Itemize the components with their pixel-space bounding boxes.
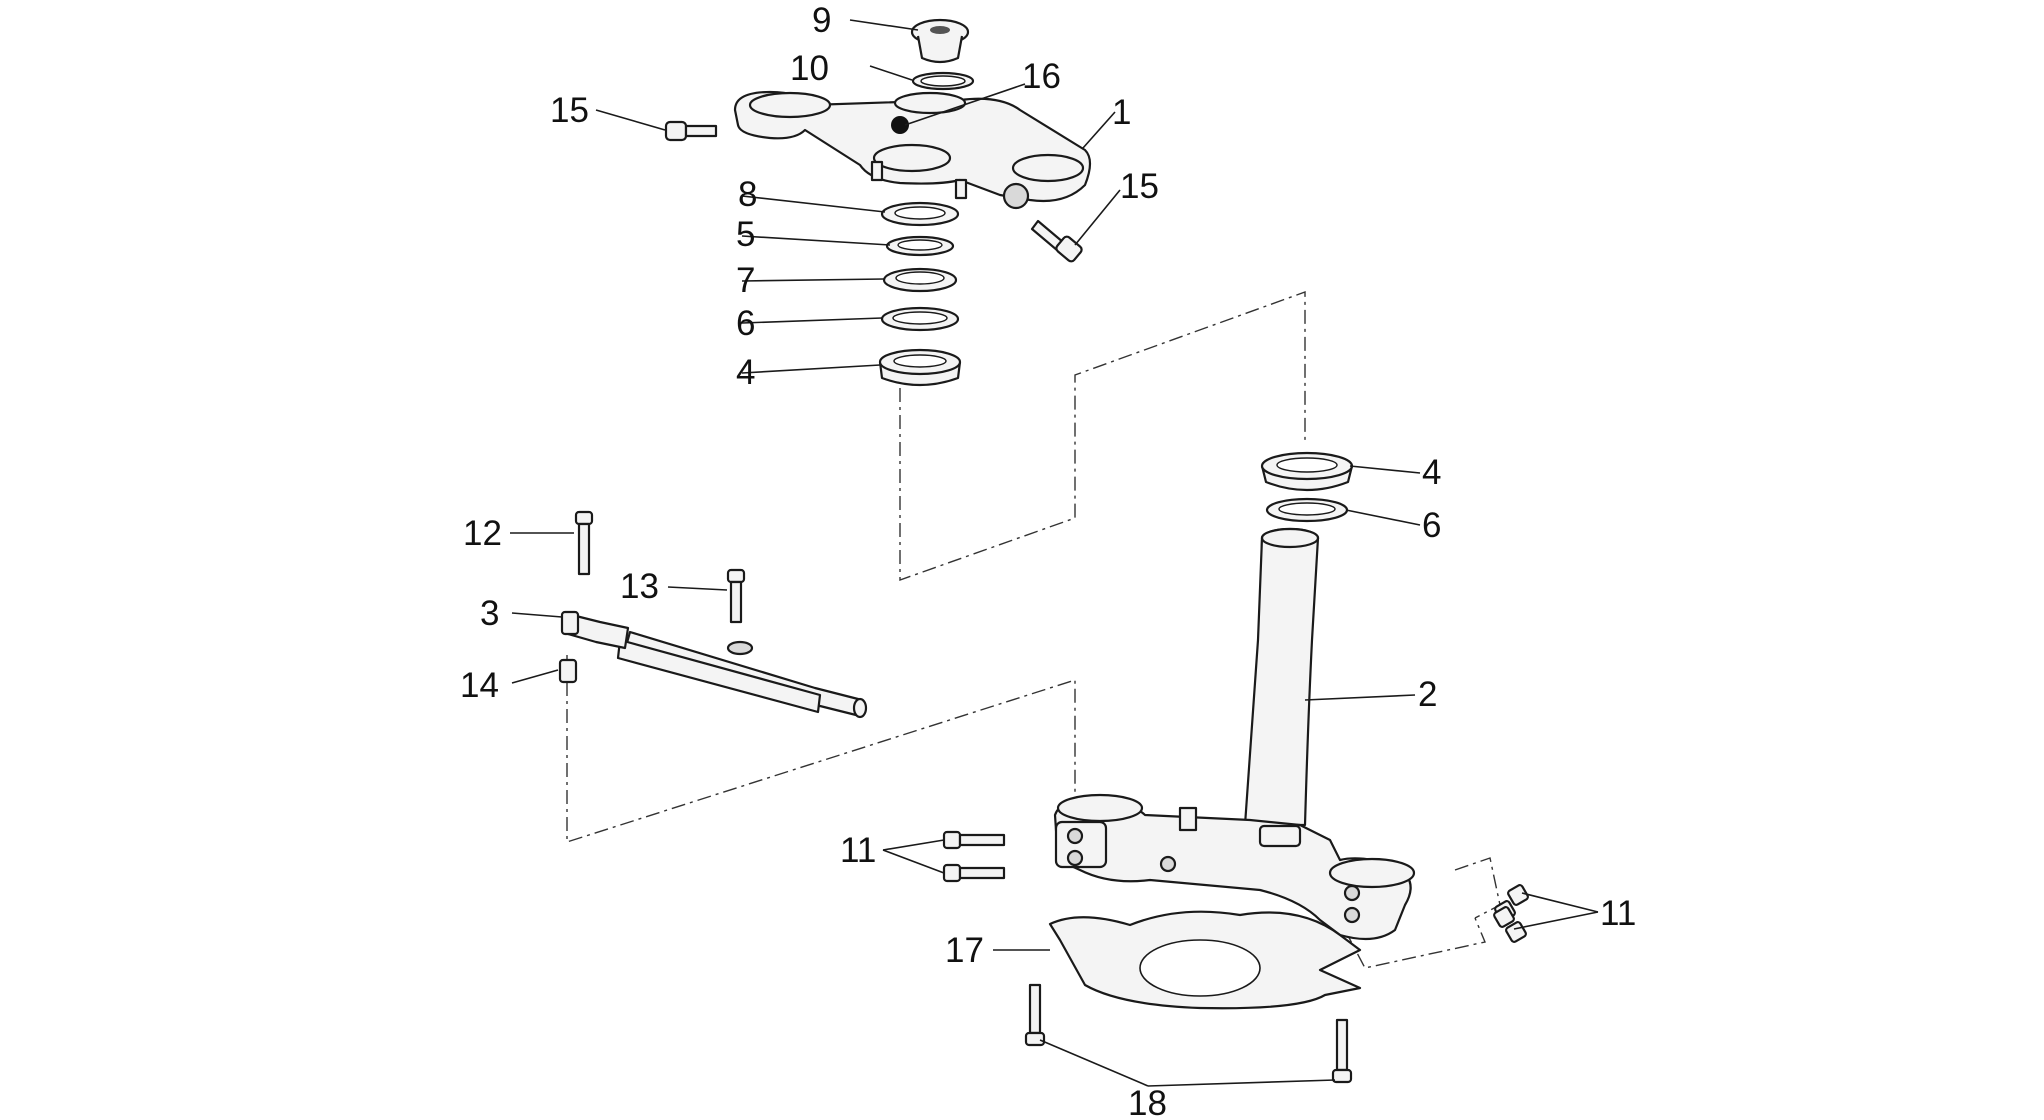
- callout-2: 2: [1418, 675, 1437, 714]
- bearing-stack-lower: [1260, 451, 1354, 523]
- callout-3: 3: [480, 594, 499, 633]
- screw-13: [726, 568, 746, 624]
- leader-lines: [510, 19, 1599, 1087]
- callout-6-upper: 6: [736, 304, 755, 343]
- steering-nut: [910, 18, 970, 64]
- callout-13: 13: [620, 567, 659, 606]
- bolt-15-left: [664, 120, 718, 142]
- callout-14: 14: [460, 666, 499, 705]
- steering-stem: [1243, 527, 1320, 832]
- callout-6-lower: 6: [1422, 506, 1441, 545]
- callout-4-upper: 4: [736, 353, 755, 392]
- callout-16: 16: [1022, 57, 1061, 96]
- screws-18: [1024, 983, 1353, 1084]
- upper-triple-clamp: [733, 90, 1092, 210]
- bottom-cover-plate: [1048, 910, 1362, 1010]
- callout-11-left: 11: [840, 831, 876, 870]
- bolts-11-right: [1493, 884, 1529, 943]
- callout-1: 1: [1112, 93, 1131, 132]
- callout-9: 9: [812, 1, 831, 40]
- callout-labels: 9 10 16 1 15 15 8 5 7 6 4 4 6 2 12 13 3 …: [460, 1, 1636, 1120]
- callout-17: 17: [945, 931, 984, 970]
- callout-10: 10: [790, 49, 829, 88]
- bolt-15-right: [1030, 219, 1083, 263]
- callout-15-right: 15: [1120, 167, 1159, 206]
- callout-5: 5: [736, 215, 755, 254]
- callout-15-left: 15: [550, 91, 589, 130]
- callout-12: 12: [463, 514, 502, 553]
- callout-8: 8: [738, 175, 757, 214]
- callout-7: 7: [736, 261, 755, 300]
- callout-11-right: 11: [1600, 894, 1636, 933]
- bolts-11-left: [942, 830, 1006, 883]
- steering-damper: [560, 610, 868, 719]
- lower-triple-clamp: [1053, 793, 1416, 941]
- spacer-14: [558, 658, 578, 684]
- screw-12: [574, 510, 594, 576]
- bearing-stack-upper: [878, 201, 962, 387]
- callout-18: 18: [1128, 1084, 1167, 1120]
- washer-10: [911, 71, 975, 91]
- callout-4-lower: 4: [1422, 453, 1441, 492]
